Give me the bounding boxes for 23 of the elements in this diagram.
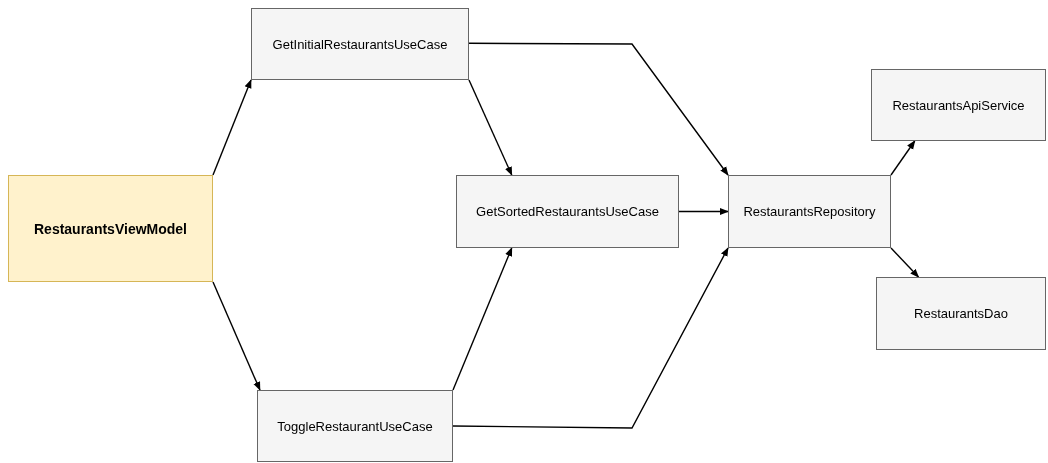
- class-name: RestaurantsDao: [914, 306, 1008, 321]
- class-box: [251, 8, 469, 80]
- class-box: [876, 277, 1046, 350]
- class-name: GetSortedRestaurantsUseCase: [476, 204, 659, 219]
- arrow: [212, 79, 252, 176]
- class-box: [257, 390, 453, 462]
- class-name: RestaurantsApiService: [892, 97, 1025, 113]
- arrow: [678, 207, 729, 216]
- arrow: [468, 79, 513, 176]
- arrow: [452, 247, 513, 391]
- arrow: [452, 247, 729, 429]
- class-box: [871, 69, 1046, 141]
- class-box: [728, 175, 891, 248]
- arrow: [890, 140, 916, 176]
- arrow: [468, 42, 729, 176]
- class-box: [456, 175, 679, 248]
- class-name: RestaurantsRepository: [743, 204, 876, 219]
- class-box: [8, 175, 213, 282]
- class-name: RestaurantsViewModel: [34, 220, 187, 237]
- class-name: GetInitialRestaurantsUseCase: [272, 36, 448, 52]
- class-name: ToggleRestaurantUseCase: [277, 418, 433, 434]
- arrow: [890, 247, 920, 278]
- arrow: [212, 281, 261, 391]
